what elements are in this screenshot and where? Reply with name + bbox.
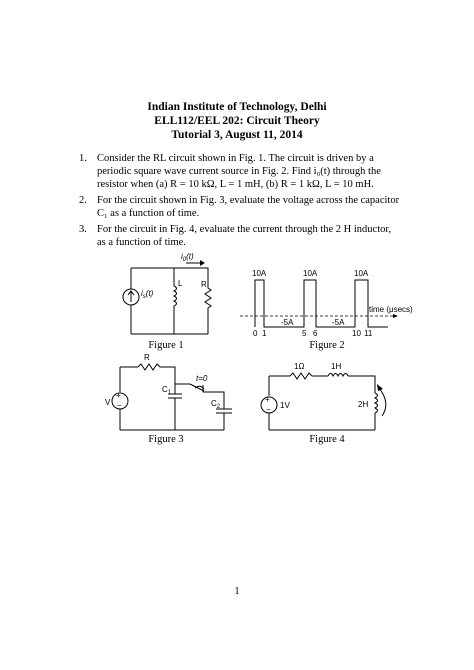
page-number: 1 xyxy=(234,586,240,597)
figure-2-chart: 0 1 5 6 10 11 10A 10A 10A -5A -5A time (… xyxy=(240,269,413,338)
source-label: is(t) xyxy=(141,289,154,300)
tick-label: 10 xyxy=(352,329,361,338)
question-number: 1. xyxy=(79,153,87,164)
question-line: Consider the RL circuit shown in Fig. 1.… xyxy=(97,153,374,164)
capacitor-c2-label: C2 xyxy=(211,399,221,410)
current-source-arrowhead xyxy=(127,290,135,296)
tick-label: 5 xyxy=(302,329,307,338)
wire xyxy=(203,391,225,409)
minus-sign: − xyxy=(266,405,271,414)
inductor-symbol xyxy=(172,285,177,307)
figure-2-caption: Figure 2 xyxy=(309,340,345,351)
resistor-symbol xyxy=(289,372,313,380)
inductor-1h-symbol xyxy=(327,373,349,378)
resistor-symbol xyxy=(204,278,212,334)
inductor-1h-label: 1H xyxy=(331,362,341,371)
tick-labels: 0 1 5 6 10 11 xyxy=(253,329,373,338)
square-wave-trace xyxy=(254,279,388,328)
figure-1-diagram: is(t) i0(t) L R xyxy=(122,252,212,335)
plus-sign: + xyxy=(265,395,270,404)
switch-time-label: t=0 xyxy=(196,374,208,383)
pulse-amplitude-label: 10A xyxy=(252,269,267,278)
time-axis-label: time (μsecs) xyxy=(369,305,413,314)
figure-1-caption: Figure 1 xyxy=(148,340,184,351)
question-line: For the circuit shown in Fig. 3, evaluat… xyxy=(97,195,400,206)
negative-level-label: -5A xyxy=(281,318,294,327)
question-number: 2. xyxy=(79,195,87,206)
tick-label: 0 xyxy=(253,329,258,338)
figure-4-diagram: + − 1V 1Ω 1H 2H xyxy=(260,362,387,431)
question-line: resistor when (a) R = 10 kΩ, L = 1 mH, (… xyxy=(97,179,374,190)
tutorial-title: Tutorial 3, August 11, 2014 xyxy=(171,129,303,141)
inductor-2h-label: 2H xyxy=(358,400,368,409)
question-line: For the circuit in Fig. 4, evaluate the … xyxy=(97,224,392,235)
output-current-arrowhead xyxy=(200,260,205,266)
pulse-amplitude-label: 10A xyxy=(303,269,318,278)
course-title: ELL112/EEL 202: Circuit Theory xyxy=(154,115,320,127)
figure-3-diagram: + − V R C1 C2 t=0 xyxy=(105,353,232,431)
current-source-symbol xyxy=(122,288,140,306)
negative-level-label: -5A xyxy=(332,318,345,327)
wire xyxy=(348,375,376,393)
resistor-label: R xyxy=(144,353,150,362)
tick-label: 11 xyxy=(364,329,373,338)
output-current-label: i0(t) xyxy=(181,252,194,263)
pulse-amplitude-label: 10A xyxy=(354,269,369,278)
minus-sign: − xyxy=(117,401,122,410)
inductor-label: L xyxy=(178,279,183,288)
tick-label: 1 xyxy=(262,329,267,338)
switch-arc xyxy=(194,385,205,390)
resistor-label: R xyxy=(201,280,207,289)
wire xyxy=(131,267,209,278)
time-axis-arrowhead xyxy=(393,314,398,318)
source-label: V xyxy=(105,398,111,407)
question-line: periodic square wave current source in F… xyxy=(97,166,381,177)
question-number: 3. xyxy=(79,224,87,235)
switch-blade xyxy=(189,383,205,392)
question-line: C₁ as a function of time. xyxy=(97,208,200,219)
figure-3-caption: Figure 3 xyxy=(148,434,184,445)
resistor-label: 1Ω xyxy=(294,362,304,371)
current-arrow-arc xyxy=(378,387,387,417)
figure-4-caption: Figure 4 xyxy=(309,434,345,445)
wire xyxy=(160,366,176,394)
tick-label: 6 xyxy=(313,329,318,338)
capacitor-c1-label: C1 xyxy=(162,385,172,396)
source-label: 1V xyxy=(280,401,290,410)
inductor-2h-symbol xyxy=(373,392,378,414)
plus-sign: + xyxy=(116,391,121,400)
question-line: as a function of time. xyxy=(97,237,186,248)
resistor-symbol xyxy=(137,363,161,371)
institute-title: Indian Institute of Technology, Delhi xyxy=(147,101,327,113)
current-arrowhead xyxy=(377,384,383,391)
